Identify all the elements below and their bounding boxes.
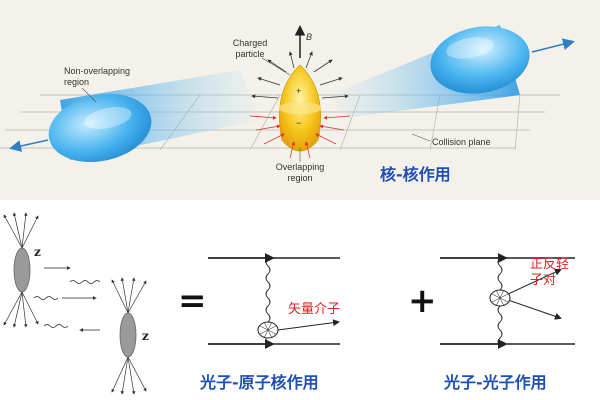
field-arrows-upper (251, 51, 349, 99)
nonoverlap-leader-line (81, 87, 97, 103)
overlap-lens (278, 64, 322, 152)
lepton-pair-label-line1: 正反轻 (530, 257, 569, 272)
left-nucleus (9, 70, 260, 163)
overlap-label-line1: Overlapping (276, 162, 325, 172)
feynman-photon-nucleus (208, 253, 340, 349)
equals-sign: = (178, 281, 207, 321)
nonoverlap-label-line2: region (64, 77, 89, 87)
particle-label: particle (235, 49, 264, 59)
right-nucleus (330, 25, 575, 118)
blob-hatch-1 (259, 321, 277, 339)
z-label-upper: z (34, 245, 41, 259)
collision-plane-label: Collision plane (432, 137, 491, 147)
plus-sign: + (296, 86, 301, 96)
z-label-lower: z (142, 329, 149, 343)
blob-hatch-2 (491, 289, 509, 307)
photon-nucleus-caption: 光子-原子核作用 (199, 373, 319, 392)
photon-photon-caption: 光子-光子作用 (443, 373, 547, 392)
field-arrows-lower (249, 115, 351, 159)
vector-meson-label: 矢量介子 (288, 302, 340, 317)
feynman-photon-photon (440, 253, 575, 349)
nucleus-nucleus-caption: 核-核作用 (380, 165, 451, 184)
nonoverlap-label-line1: Non-overlapping (64, 66, 130, 76)
left-beam-arrow (9, 139, 49, 152)
charged-leader-line (261, 57, 291, 76)
b-field-label: B (306, 32, 312, 42)
lepton-pair-label-line2: 子对 (530, 273, 556, 288)
photon-exchange-sketch (3, 212, 147, 395)
collision-leader-line (411, 133, 431, 142)
charged-label: Charged (233, 38, 268, 48)
overlap-label-line2: region (287, 173, 312, 183)
plus-operator: + (408, 281, 437, 321)
minus-sign: − (296, 118, 301, 128)
right-beam-arrow (531, 38, 575, 53)
